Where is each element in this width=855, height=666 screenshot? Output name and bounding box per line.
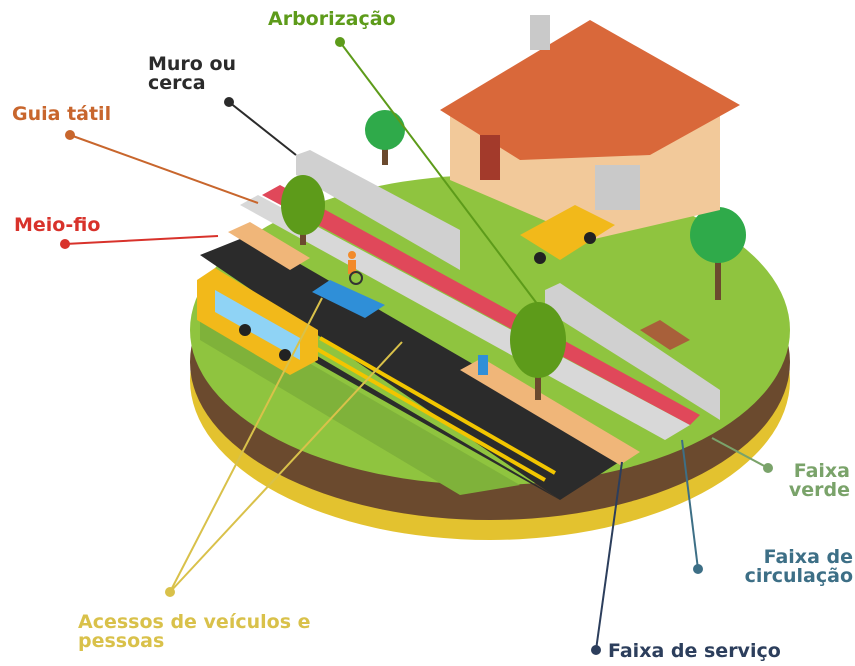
- label-muro-ou-cerca: Muro ou cerca: [148, 53, 237, 94]
- car-icon: [520, 205, 615, 264]
- leader-meio-fio-dot: [60, 239, 70, 249]
- house-icon: [440, 15, 740, 240]
- leader-guia: [69, 134, 259, 204]
- label-faixa-servico: Faixa de serviço: [608, 640, 781, 662]
- label-meio-fio: Meio-fio: [14, 214, 101, 236]
- road-line-2: [319, 336, 556, 475]
- label-acessos: Acessos de veículos e pessoas: [78, 611, 311, 652]
- wall-segment-left: [296, 150, 460, 270]
- wall: [296, 150, 720, 420]
- tree-icon: [281, 175, 325, 245]
- label-arborizacao: Arborização: [268, 8, 396, 30]
- tree-icon: [690, 207, 746, 300]
- leader-faixa-verde: [711, 437, 769, 469]
- leader-acessos-1: [169, 297, 323, 593]
- leader-muro-dot: [224, 97, 234, 107]
- leader-arborizacao-dot: [335, 37, 345, 47]
- leader-faixa-circulacao: [681, 439, 699, 570]
- leader-acessos-dot: [165, 587, 175, 597]
- leader-arborizacao: [339, 41, 539, 306]
- label-faixa-circulacao: Faixa de circulação: [744, 546, 853, 587]
- bus-icon: [197, 268, 318, 375]
- leader-faixa-circulacao-dot: [693, 564, 703, 574]
- label-faixa-verde: Faixa verde: [788, 460, 850, 501]
- leader-faixa-verde-dot: [763, 463, 773, 473]
- leader-faixa-servico-dot: [591, 645, 601, 655]
- tactile-paving-1: [228, 222, 310, 270]
- wall-segment-right: [545, 283, 720, 420]
- circulation-strip: [262, 185, 700, 425]
- accessible-ramp: [312, 280, 385, 318]
- leader-acessos-2: [169, 341, 403, 593]
- leader-meio-fio: [64, 235, 219, 245]
- leader-lines: [60, 37, 773, 655]
- leader-guia-dot: [65, 130, 75, 140]
- road-line-1: [309, 343, 546, 482]
- label-guia-tatil: Guia tátil: [12, 103, 112, 125]
- tree-icon: [365, 110, 405, 165]
- leader-muro: [228, 101, 297, 156]
- tactile-paving-2: [460, 358, 640, 465]
- bench-icon: [640, 320, 690, 350]
- asphalt: [200, 235, 630, 500]
- trash-bin-icon: [478, 355, 488, 375]
- wheelchair-user-icon: [348, 251, 363, 285]
- leader-faixa-servico: [595, 461, 623, 651]
- tree-icon: [510, 302, 566, 400]
